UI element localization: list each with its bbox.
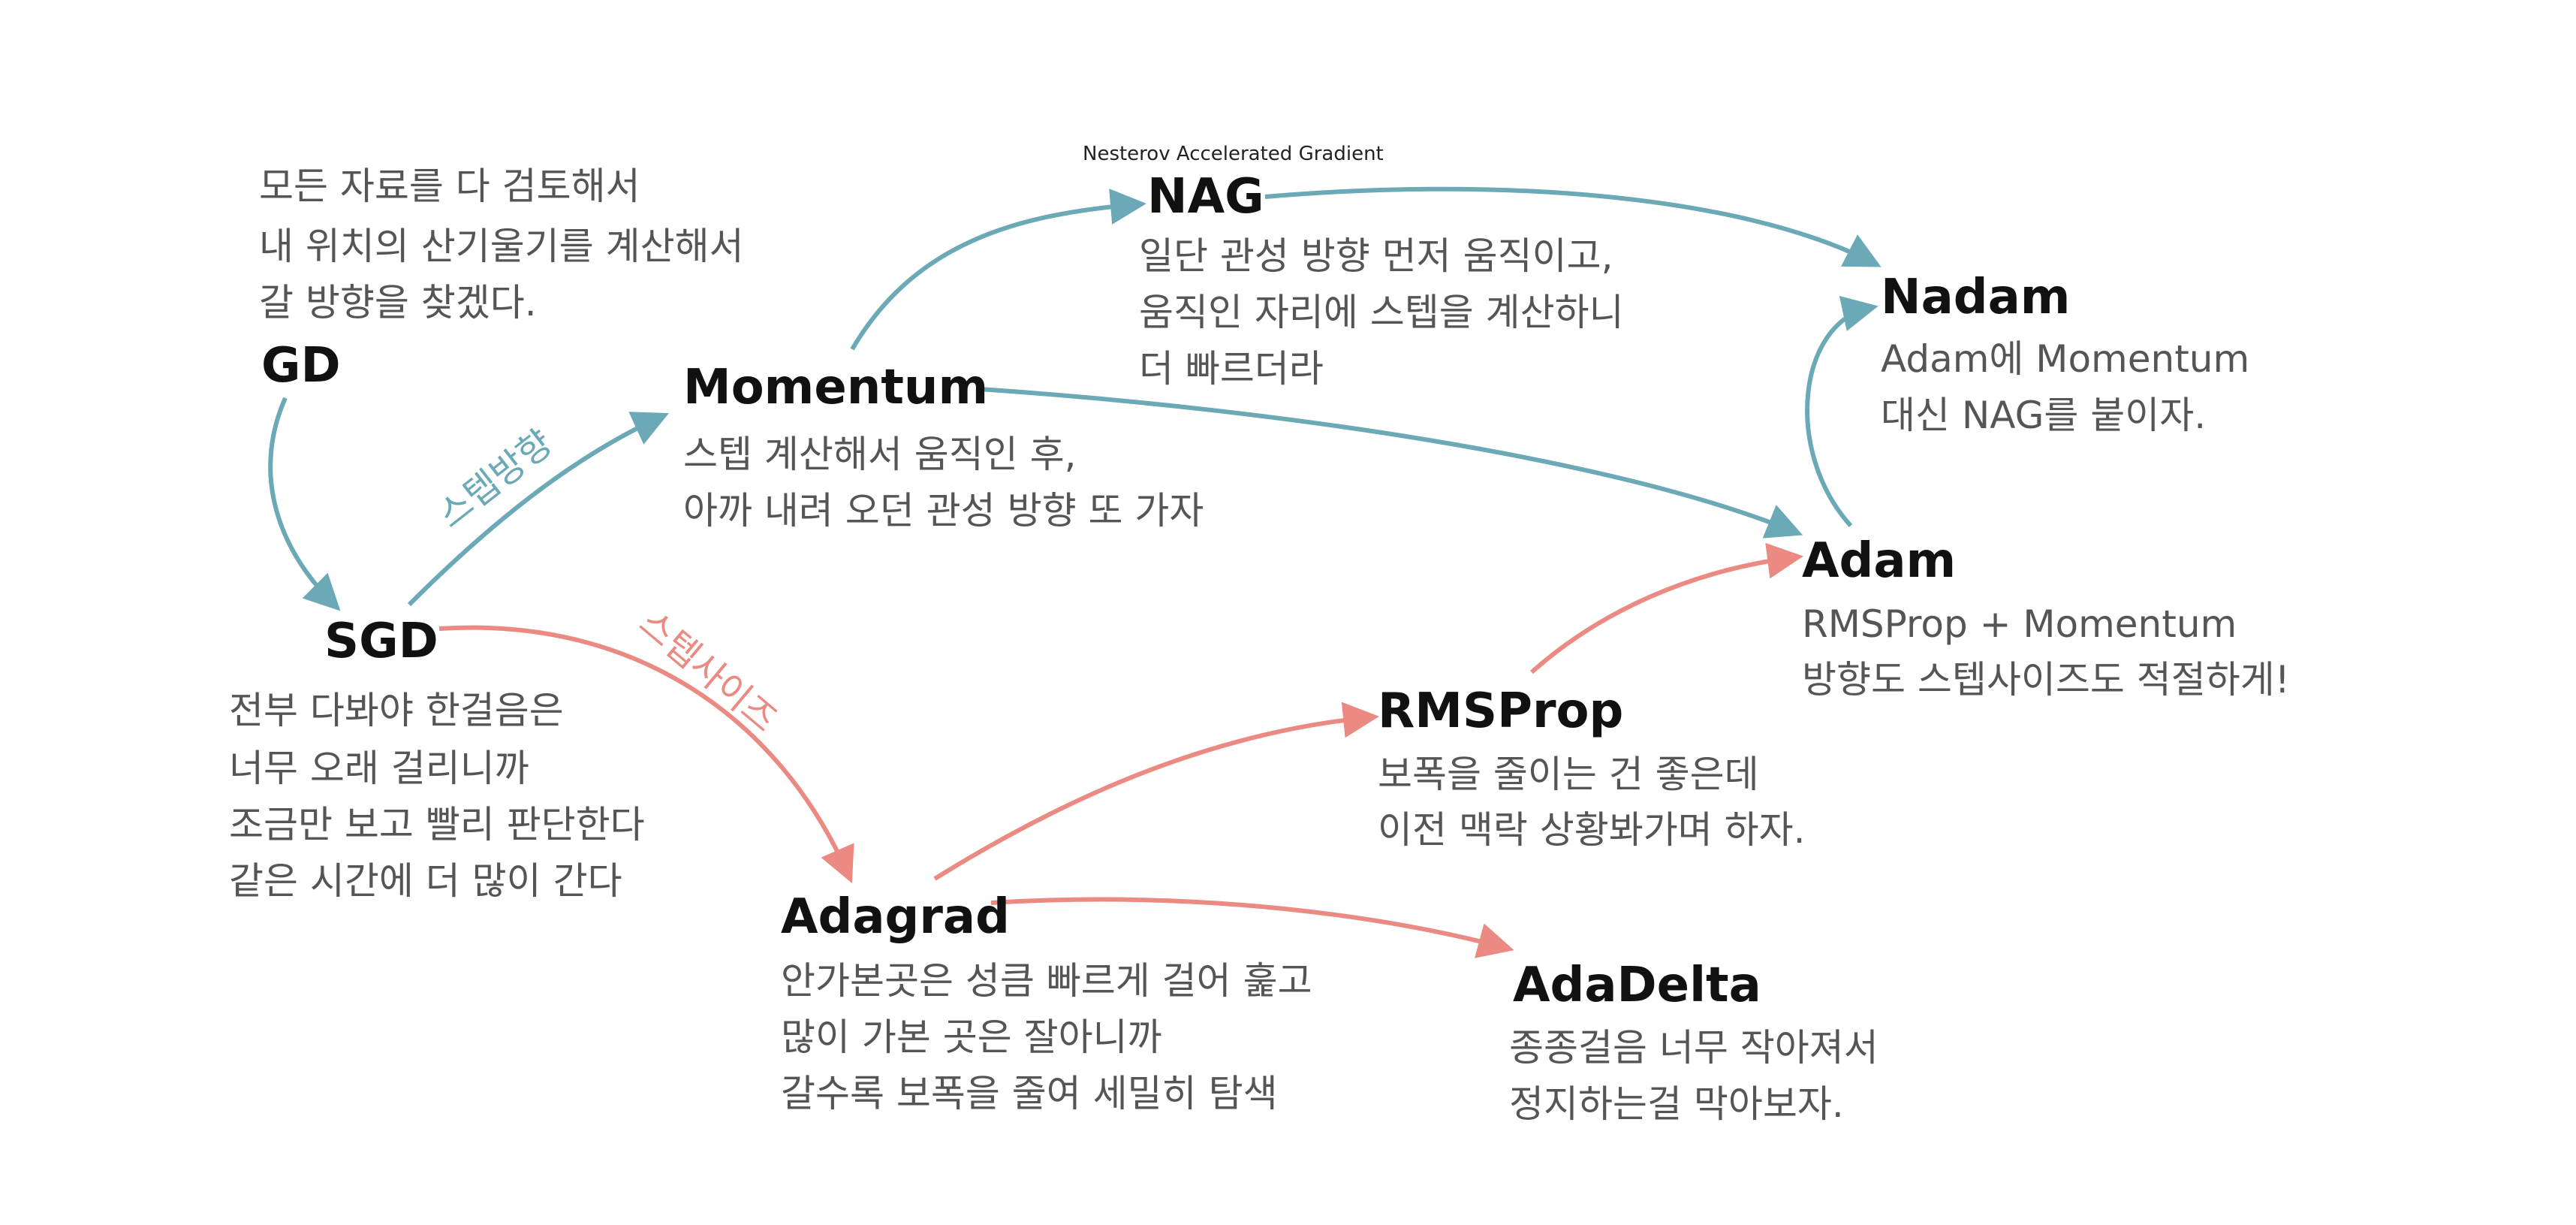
edge-adam-nadam bbox=[1805, 295, 1879, 528]
edge-label-stepsize: 스텝사이즈 bbox=[631, 602, 785, 741]
node-nadam: Nadam Adam에 Momentum 대신 NAG를 붙이자. bbox=[1881, 270, 2249, 437]
node-nag: Nesterov Accelerated Gradient NAG 일단 관성 … bbox=[1083, 143, 1624, 391]
node-adagrad: Adagrad 안가본곳은 성큼 빠르게 걸어 훑고 많이 가본 곳은 잘아니까… bbox=[781, 889, 1312, 1115]
nag-title: NAG bbox=[1147, 169, 1264, 225]
adadelta-title: AdaDelta bbox=[1513, 958, 1761, 1013]
momentum-desc-1: 스텝 계산해서 움직인 후, bbox=[683, 433, 1077, 476]
gd-desc-3: 갈 방향을 찾겠다. bbox=[259, 281, 537, 324]
edge-momentum-nag bbox=[850, 189, 1146, 351]
momentum-desc-2: 아까 내려 오던 관성 방향 또 가자 bbox=[683, 489, 1204, 533]
nag-desc-2: 움직인 자리에 스텝을 계산하니 bbox=[1139, 291, 1624, 334]
adam-title: Adam bbox=[1802, 533, 1956, 589]
rmsprop-desc-2: 이전 맥락 상황봐가며 하자. bbox=[1378, 808, 1806, 852]
nag-subtitle: Nesterov Accelerated Gradient bbox=[1083, 143, 1384, 165]
edge-momentum-adam bbox=[979, 387, 1803, 539]
edge-nag-nadam bbox=[1264, 186, 1882, 267]
rmsprop-desc-1: 보폭을 줄이는 건 좋은데 bbox=[1378, 753, 1759, 796]
sgd-title: SGD bbox=[324, 614, 438, 669]
edge-adagrad-rmsprop bbox=[933, 702, 1379, 881]
sgd-desc-1: 전부 다봐야 한걸음은 bbox=[229, 689, 564, 732]
adagrad-desc-3: 갈수록 보폭을 줄여 세밀히 탐색 bbox=[781, 1072, 1278, 1115]
edge-sgd-momentum bbox=[407, 412, 669, 607]
node-momentum: Momentum 스텝 계산해서 움직인 후, 아까 내려 오던 관성 방향 또… bbox=[683, 360, 1204, 533]
node-sgd: SGD 전부 다봐야 한걸음은 너무 오래 걸리니까 조금만 보고 빨리 판단한… bbox=[229, 614, 645, 903]
adagrad-desc-2: 많이 가본 곳은 잘아니까 bbox=[781, 1015, 1162, 1059]
nag-desc-1: 일단 관성 방향 먼저 움직이고, bbox=[1139, 234, 1613, 278]
adadelta-desc-2: 정지하는걸 막아보자. bbox=[1509, 1082, 1844, 1126]
momentum-title: Momentum bbox=[683, 360, 988, 415]
nadam-title: Nadam bbox=[1881, 270, 2070, 325]
edge-sgd-adagrad bbox=[438, 625, 854, 883]
nag-desc-3: 더 빠르더라 bbox=[1139, 347, 1324, 391]
adam-desc-1: RMSProp + Momentum bbox=[1802, 602, 2237, 646]
nadam-desc-1: Adam에 Momentum bbox=[1881, 337, 2249, 381]
node-adadelta: AdaDelta 종종걸음 너무 작아져서 정지하는걸 막아보자. bbox=[1509, 958, 1879, 1126]
gd-title: GD bbox=[261, 338, 341, 394]
rmsprop-title: RMSProp bbox=[1378, 683, 1623, 739]
adagrad-title: Adagrad bbox=[781, 889, 1010, 945]
nadam-desc-2: 대신 NAG를 붙이자. bbox=[1881, 394, 2206, 437]
node-adam: Adam RMSProp + Momentum 방향도 스텝사이즈도 적절하게! bbox=[1802, 533, 2290, 702]
gd-desc-2: 내 위치의 산기울기를 계산해서 bbox=[259, 225, 744, 268]
adagrad-desc-1: 안가본곳은 성큼 빠르게 걸어 훑고 bbox=[781, 959, 1312, 1003]
sgd-desc-2: 너무 오래 걸리니까 bbox=[229, 747, 529, 790]
adam-desc-2: 방향도 스텝사이즈도 적절하게! bbox=[1802, 658, 2290, 702]
sgd-desc-4: 같은 시간에 더 많이 간다 bbox=[229, 859, 622, 903]
sgd-desc-3: 조금만 보고 빨리 판단한다 bbox=[229, 803, 645, 846]
edge-gd-sgd bbox=[268, 397, 341, 611]
gd-desc-1: 모든 자료를 다 검토해서 bbox=[259, 164, 640, 208]
edge-adagrad-adadelta bbox=[990, 897, 1514, 958]
node-gd: 모든 자료를 다 검토해서 내 위치의 산기울기를 계산해서 갈 방향을 찾겠다… bbox=[259, 164, 744, 394]
adadelta-desc-1: 종종걸음 너무 작아져서 bbox=[1509, 1026, 1879, 1070]
edge-label-direction: 스텝방향 bbox=[430, 422, 561, 537]
edge-rmsprop-adam bbox=[1530, 542, 1803, 674]
node-rmsprop: RMSProp 보폭을 줄이는 건 좋은데 이전 맥락 상황봐가며 하자. bbox=[1378, 683, 1806, 852]
